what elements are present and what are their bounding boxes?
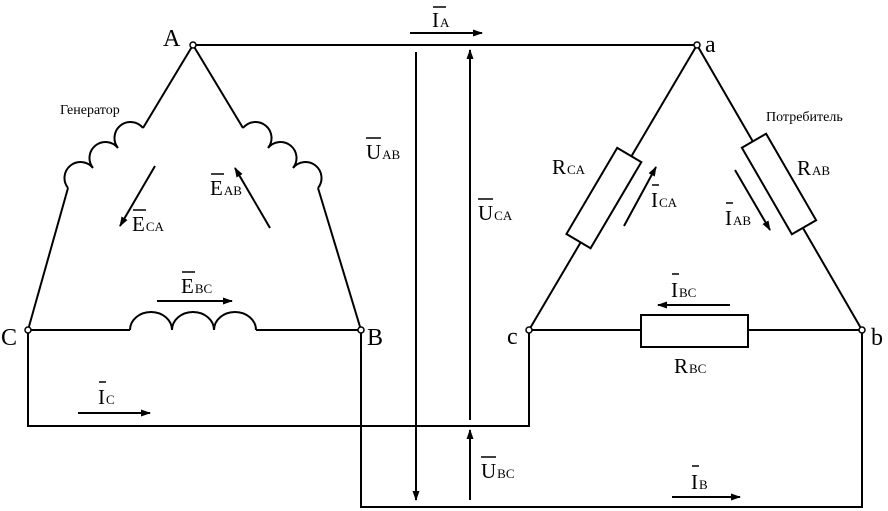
node-load-c bbox=[525, 326, 533, 334]
label-resistor-ab: RAB bbox=[797, 156, 830, 180]
arrows bbox=[78, 29, 771, 501]
wire-gen-ab-lower bbox=[317, 187, 362, 331]
label-current-c: IC bbox=[98, 385, 115, 409]
arrow-emf-ab bbox=[234, 167, 271, 229]
label-emf-ab: EAB bbox=[210, 176, 242, 200]
coil-ab bbox=[242, 121, 323, 189]
node-label-load-a: a bbox=[705, 32, 716, 58]
wire-line-c bbox=[27, 330, 530, 427]
consumer-label: Потребитель bbox=[766, 110, 843, 125]
coil-ca bbox=[63, 121, 144, 189]
generator-label: Генератор bbox=[60, 103, 120, 118]
line-wires bbox=[27, 44, 863, 508]
label-current-a: IA bbox=[432, 8, 450, 32]
generator-triangle bbox=[27, 44, 362, 331]
label-resistor-bc: RBC bbox=[674, 354, 706, 378]
node-label-gen-c: C bbox=[1, 325, 17, 351]
node-label-gen-b: B bbox=[367, 325, 383, 351]
label-current-ca: ICA bbox=[651, 188, 678, 212]
consumer-triangle bbox=[528, 44, 863, 348]
label-voltage-ab: UAB bbox=[366, 140, 401, 164]
arrow-current-ab bbox=[734, 169, 771, 231]
wire-gen-ca-lower bbox=[27, 187, 69, 331]
node-gen-a bbox=[189, 41, 197, 49]
node-gen-b bbox=[357, 326, 365, 334]
wire-gen-ab-upper bbox=[192, 44, 244, 129]
arrow-emf-ca bbox=[119, 165, 156, 227]
label-current-bc: IBC bbox=[671, 278, 696, 302]
arrow-current-ca bbox=[623, 166, 657, 227]
label-emf-bc: EBC bbox=[181, 274, 212, 298]
resistor-bc bbox=[640, 314, 749, 348]
label-current-ab: IAB bbox=[725, 206, 751, 230]
label-emf-ca: ECA bbox=[132, 212, 164, 236]
resistor-ca bbox=[565, 146, 643, 250]
label-current-b: IB bbox=[691, 470, 708, 494]
node-load-a bbox=[693, 41, 701, 49]
label-voltage-bc: UBC bbox=[481, 459, 515, 483]
node-gen-c bbox=[24, 326, 32, 334]
node-label-load-b: b bbox=[871, 325, 883, 351]
resistor-ab bbox=[740, 132, 818, 236]
label-voltage-ca: UCA bbox=[478, 201, 513, 225]
coil-bc bbox=[129, 311, 257, 331]
node-load-b bbox=[858, 326, 866, 334]
wire-line-b bbox=[360, 330, 863, 508]
wire-gen-ca-upper bbox=[142, 44, 194, 129]
node-label-load-c: c bbox=[507, 324, 518, 350]
node-label-gen-a: A bbox=[163, 26, 181, 52]
label-resistor-ca: RCA bbox=[552, 155, 586, 179]
